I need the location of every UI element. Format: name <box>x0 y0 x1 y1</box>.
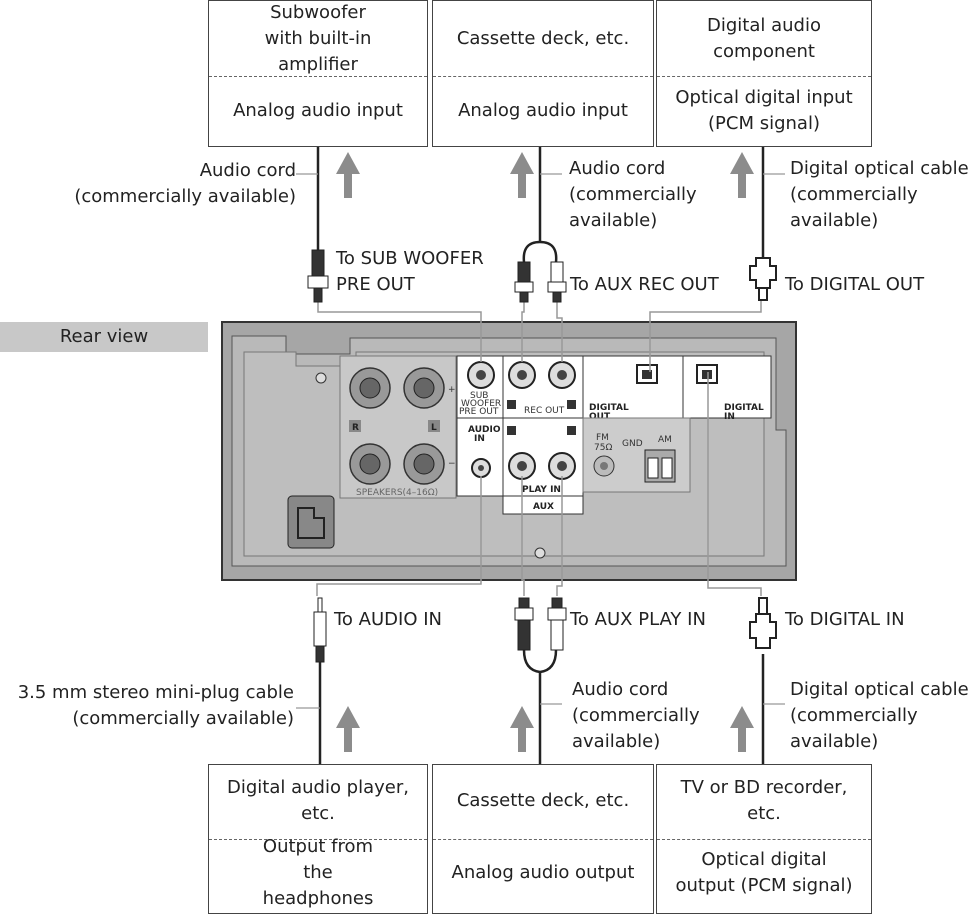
svg-text:SPEAKERS(4–16Ω): SPEAKERS(4–16Ω) <box>356 488 438 498</box>
cable-label-subwoofer: Audio cord (commercially available) <box>74 158 296 210</box>
svg-text:WOOFER: WOOFER <box>461 399 501 409</box>
port-name: Analog audio input <box>458 100 628 121</box>
cable-name: Audio cord <box>199 160 296 181</box>
port-name: Optical digital input (PCM signal) <box>675 87 853 134</box>
device-name: Digital audio player, etc. <box>226 777 409 824</box>
cable-name: Digital optical cable <box>790 158 969 179</box>
mini-plug-icon <box>313 597 327 663</box>
top-cables <box>316 147 765 263</box>
svg-text:+: + <box>448 385 456 395</box>
cable-label-digital-out: Digital optical cable (commercially avai… <box>790 156 976 234</box>
svg-text:IN: IN <box>474 434 485 444</box>
digital-in-block: DIGITAL IN <box>682 355 772 422</box>
rear-view-label: Rear view <box>0 322 208 352</box>
cable-label-rec-out: Audio cord (commercially available) <box>569 156 699 234</box>
power-cord-hook-icon <box>287 495 335 549</box>
cable-label-digital-in: Digital optical cable (commercially avai… <box>790 677 976 755</box>
connector-label-aux-rec-out: To AUX REC OUT <box>570 274 719 295</box>
svg-text:75Ω: 75Ω <box>594 443 612 453</box>
bottom-cables <box>318 649 765 764</box>
top-box-digital-component: Digital audio component Optical digital … <box>656 0 872 147</box>
svg-text:PLAY IN: PLAY IN <box>522 485 561 495</box>
connector-label-digital-in: To DIGITAL IN <box>785 609 905 630</box>
box-divider <box>209 76 427 77</box>
svg-text:AUDIO: AUDIO <box>468 425 501 435</box>
top-box-cassette: Cassette deck, etc. Analog audio input <box>432 0 654 147</box>
antenna-block: FM 75Ω GND AM <box>582 417 691 493</box>
device-name: Subwoofer with built-in amplifier <box>264 2 372 75</box>
cable-label-play-in: Audio cord (commercially available) <box>572 677 702 755</box>
svg-text:REC OUT: REC OUT <box>524 406 565 416</box>
bottom-box-tv-recorder: TV or BD recorder, etc. Optical digital … <box>656 764 872 914</box>
port-name: Analog audio input <box>233 100 403 121</box>
svg-text:IN: IN <box>724 412 735 422</box>
cable-name: Audio cord <box>569 158 666 179</box>
label-ticks <box>296 173 785 709</box>
connector-label-audio-in: To AUDIO IN <box>334 609 442 630</box>
device-name: Cassette deck, etc. <box>456 790 630 811</box>
speaker-terminals: R L + − SPEAKERS(4–16Ω) <box>339 355 457 499</box>
optical-plug-icon <box>749 257 777 301</box>
svg-text:L: L <box>431 423 437 433</box>
box-divider <box>209 839 427 840</box>
svg-text:AM: AM <box>658 435 672 445</box>
digital-out-block: DIGITAL OUT <box>582 355 684 422</box>
connector-label-sub-woofer: To SUB WOOFER PRE OUT <box>336 248 484 295</box>
svg-text:SUB: SUB <box>470 391 488 401</box>
svg-text:DIGITAL: DIGITAL <box>589 403 629 413</box>
aux-block: REC OUT PLAY IN AUX <box>502 355 584 515</box>
signal-arrow-icon <box>336 152 754 752</box>
svg-text:−: − <box>448 459 456 469</box>
svg-text:GND: GND <box>622 439 643 449</box>
svg-text:R: R <box>352 423 359 433</box>
top-box-subwoofer: Subwoofer with built-in amplifier Analog… <box>208 0 428 147</box>
svg-text:OUT: OUT <box>589 412 611 422</box>
svg-text:DIGITAL: DIGITAL <box>724 403 764 413</box>
device-name: Cassette deck, etc. <box>456 28 630 49</box>
box-divider <box>657 839 871 840</box>
bottom-box-digital-player: Digital audio player, etc. Output from t… <box>208 764 428 914</box>
connector-label-digital-out: To DIGITAL OUT <box>785 274 925 295</box>
port-name: Analog audio output <box>451 862 635 883</box>
cable-availability: (commercially available) <box>572 705 700 752</box>
unit-rear-panel: R L + − SPEAKERS(4–16Ω) SUB WOOFER PRE O… <box>221 321 797 581</box>
connector-label-aux-play-in: To AUX PLAY IN <box>570 609 706 630</box>
cable-name: 3.5 mm stereo mini-plug cable <box>17 682 294 703</box>
device-name: Digital audio component <box>707 15 821 62</box>
cable-label-mini-plug: 3.5 mm stereo mini-plug cable (commercia… <box>18 680 294 732</box>
rca-plug-icon <box>307 249 567 303</box>
svg-text:FM: FM <box>596 433 609 443</box>
svg-text:AUX: AUX <box>533 502 554 512</box>
rca-plug-bottom-icon <box>514 597 567 651</box>
cable-availability: (commercially available) <box>74 186 296 207</box>
svg-text:PRE OUT: PRE OUT <box>459 407 499 417</box>
cable-name: Audio cord <box>572 679 669 700</box>
cable-availability: (commercially available) <box>790 705 918 752</box>
bottom-box-cassette: Cassette deck, etc. Analog audio output <box>432 764 654 914</box>
port-name: Optical digital output (PCM signal) <box>675 849 853 896</box>
cable-availability: (commercially available) <box>72 708 294 729</box>
box-divider <box>433 839 653 840</box>
cable-availability: (commercially available) <box>790 184 918 231</box>
box-divider <box>657 76 871 77</box>
cable-name: Digital optical cable <box>790 679 969 700</box>
sub-woofer-audio-in-block: SUB WOOFER PRE OUT AUDIO IN <box>456 355 504 497</box>
box-divider <box>433 76 653 77</box>
optical-plug-bottom-icon <box>749 597 777 649</box>
cable-availability: (commercially available) <box>569 184 697 231</box>
device-name: TV or BD recorder, etc. <box>680 777 848 824</box>
leader-lines <box>316 300 762 596</box>
